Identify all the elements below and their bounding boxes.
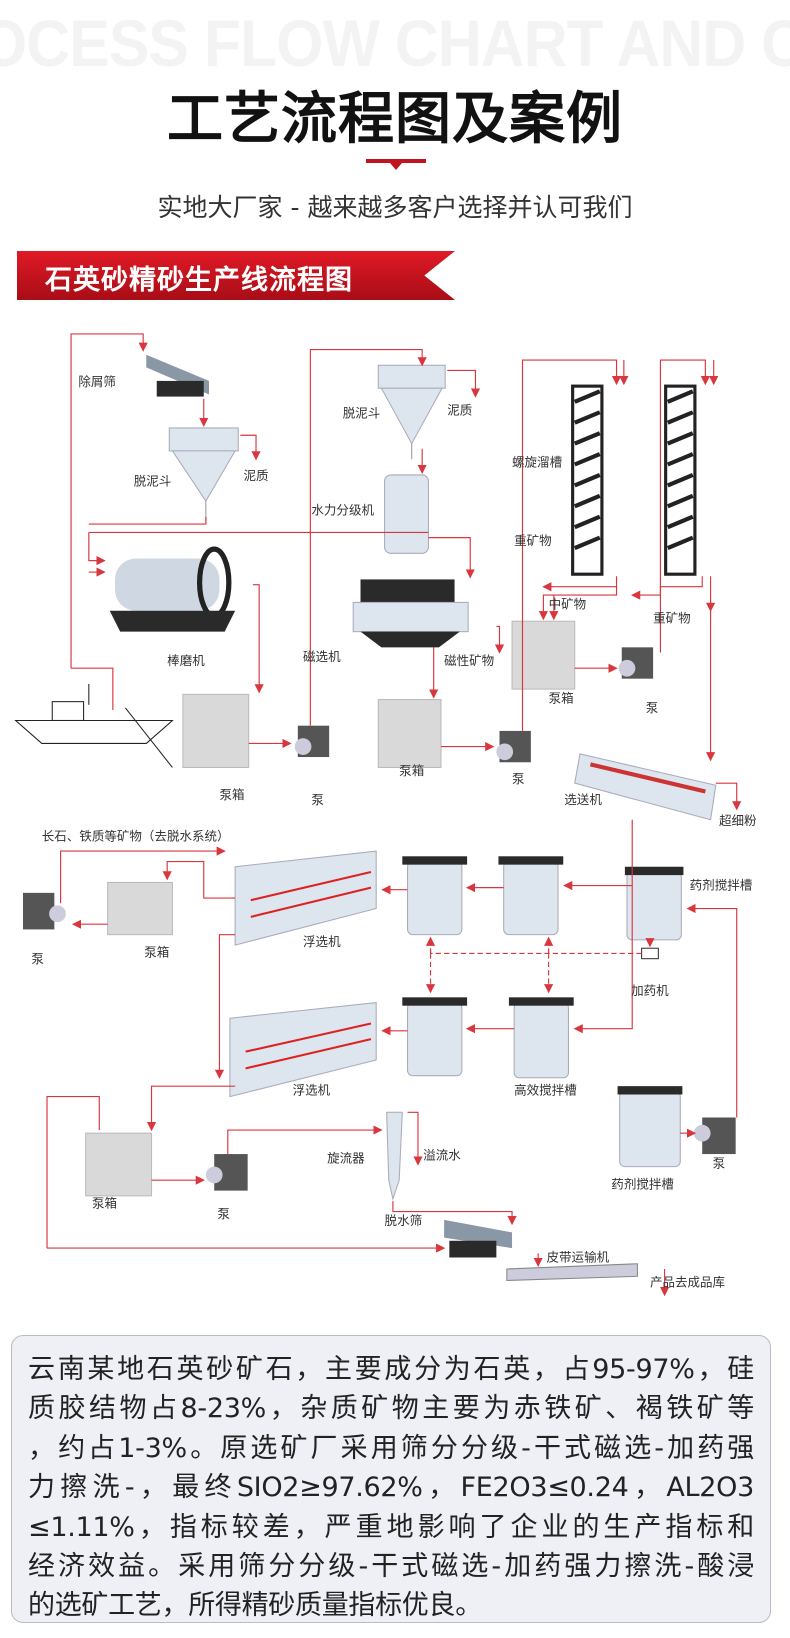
label-pump-box-1: 泵箱 [219,787,244,802]
pump-box-4 [85,1132,153,1197]
label-magnetic-mineral: 磁性矿物 [444,653,494,668]
label-agitator: 高效搅拌槽 [514,1083,577,1098]
label-dewatering-screen: 脱水筛 [385,1213,423,1228]
magnetic-separator [352,579,469,648]
label-pump-5: 泵 [713,1156,726,1171]
reagent-tank-1 [624,866,684,941]
pump-5-shape [693,1117,736,1155]
label-belt-conveyor: 皮带运输机 [547,1250,610,1265]
reagent-tank-2 [617,1086,683,1168]
pump-box-2 [377,699,442,769]
label-hydraulic-classifier: 水力分级机 [311,503,374,518]
label-dosing-machine: 加药机 [631,983,669,998]
scrap-screen [146,354,209,397]
label-cyclone: 旋流器 [327,1150,365,1165]
pump-4-shape [205,1154,248,1191]
flow-lines [46,333,742,1297]
label-pump-box-3: 泵箱 [549,691,574,706]
case-description-box: 云南某地石英砂矿石，主要成分为石英，占95-97%，硅 质胶结物占8-23%，杂… [11,1335,771,1623]
rod-mill [109,546,236,632]
label-pump-1: 泵 [311,792,324,807]
hydraulic-classifier [384,474,429,554]
label-pump-box-4: 泵箱 [92,1195,117,1210]
page-subtitle: 实地大厂家 - 越来越多客户选择并认可我们 [157,193,633,222]
watermark-text: OCESS FLOW CHART AND C [0,6,790,80]
label-scrap-screen: 除屑筛 [78,374,116,389]
pump-3-shape [618,647,654,679]
description-line: ≤1.11%，指标较差，严重地影响了企业的生产指标和 [28,1511,754,1543]
label-flotation-2: 浮选机 [293,1083,331,1098]
desliming-hopper-1 [168,427,239,522]
label-pump-4: 泵 [217,1206,230,1221]
label-screw-classifier: 选送机 [564,792,602,807]
agitator-2 [498,856,564,936]
label-ultrafine-powder: 超细粉 [719,813,757,828]
label-slime-1: 泥质 [243,468,268,483]
pump-box-1 [182,693,250,769]
label-desliming-hopper-2: 脱泥斗 [343,405,381,420]
label-pump-3: 泵 [646,700,659,715]
pump-2-shape [496,730,531,763]
dosing-machine [641,947,659,960]
desliming-hopper-2 [377,364,446,460]
divider-triangle-icon [390,163,402,170]
label-overflow-water: 溢流水 [423,1147,461,1162]
label-pump-box-2: 泵箱 [399,763,424,778]
belt-conveyor [506,1263,638,1282]
description-line: 云南某地石英砂矿石，主要成分为石英，占95-97%，硅 [28,1354,754,1385]
cyclone [386,1111,403,1201]
description-line: ，约占1-3%。原选矿厂采用筛分分级-干式磁选-加药强 [28,1432,754,1464]
title-divider [366,159,426,163]
section-banner-title: 石英砂精砂生产线流程图 [45,265,353,296]
section-banner: 石英砂精砂生产线流程图 [17,251,455,300]
spiral-chute-1 [571,384,604,576]
label-heavy-mineral-2: 重矿物 [653,610,691,625]
screw-classifier [574,753,717,821]
label-reagent-tank-2: 药剂搅拌槽 [611,1177,674,1192]
label-flotation-1: 浮选机 [303,934,341,949]
flotation-cell-1 [234,850,377,946]
label-reagent-tank-1: 药剂搅拌槽 [690,878,753,893]
agitator-3 [402,997,468,1077]
description-line: 的选矿工艺，所得精砂质量指标优良。 [28,1590,482,1622]
spiral-chute-2 [664,384,697,576]
boat-dredger [14,683,174,768]
label-pump-box-left: 泵箱 [144,945,169,960]
label-magnetic-separator: 磁选机 [303,649,341,664]
description-line: 经济效益。采用筛分分级-干式磁选-加药强力擦洗-酸浸 [28,1551,754,1583]
process-flow-diagram: 除屑筛 脱泥斗 泥质 脱泥斗 泥质 水力分级机 螺旋溜槽 重矿物 中矿物 重矿物… [14,333,757,1297]
label-product: 产品去成品库 [650,1275,725,1290]
pump-left-shape [22,892,66,930]
description-line: 质胶结物占8-23%，杂质矿物主要为赤铁矿、褐铁矿等 [28,1393,754,1425]
label-heavy-mineral-1: 重矿物 [514,533,552,548]
label-pump-2: 泵 [512,771,525,786]
label-slime-2: 泥质 [447,402,472,417]
label-feldspar-note: 长石、铁质等矿物（去脱水系统） [42,829,230,844]
label-desliming-hopper-1: 脱泥斗 [134,473,172,488]
pump-box-3 [511,620,576,690]
pump-box-left [107,881,173,936]
label-pump-left: 泵 [31,951,44,966]
dewatering-screen [444,1219,513,1258]
label-spiral-chute: 螺旋溜槽 [512,455,563,470]
flotation-cell-2 [229,1001,377,1098]
label-middle-mineral: 中矿物 [549,597,587,612]
agitator-4 [508,997,574,1079]
label-rod-mill: 棒磨机 [167,653,205,668]
agitator-1 [402,856,468,936]
description-line: 力擦洗-，最终SIO2≥97.62%，FE2O3≤0.24，AL2O3 [28,1472,754,1504]
page-title: 工艺流程图及案例 [167,87,623,152]
pump-1-shape [294,725,330,758]
